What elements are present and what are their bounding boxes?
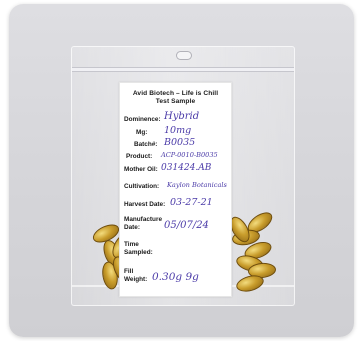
field-harvest-date-value: 03-27-21 bbox=[170, 197, 213, 208]
softgel-capsule bbox=[234, 272, 266, 295]
sample-label: Avid Biotech – Life is Chill Test Sample… bbox=[119, 82, 232, 297]
field-product: Product: ACP-0010-B0035 bbox=[126, 151, 218, 160]
field-mother-oil: Mother Oil: 031424.AB bbox=[124, 163, 212, 173]
field-product-value: ACP-0010-B0035 bbox=[161, 151, 218, 159]
label-header: Avid Biotech – Life is Chill Test Sample bbox=[120, 83, 231, 106]
field-batch: Batch#: B0035 bbox=[134, 137, 196, 148]
field-dominence-value: Hybrid bbox=[164, 111, 200, 122]
field-harvest-date: Harvest Date: 03-27-21 bbox=[124, 197, 213, 208]
field-mother-oil-value: 031424.AB bbox=[161, 163, 212, 173]
hang-hole bbox=[176, 51, 192, 60]
field-mg: Mg: 10mg bbox=[136, 125, 192, 136]
field-manufacture-date: Manufacture Date: bbox=[124, 216, 162, 231]
label-brand: Avid Biotech – Life is Chill bbox=[132, 90, 219, 97]
field-batch-value: B0035 bbox=[164, 137, 196, 148]
field-manufacture-date-value: 05/07/24 bbox=[164, 220, 209, 231]
field-mg-value: 10mg bbox=[164, 125, 192, 136]
field-fill-weight: Fill Weight: bbox=[124, 268, 148, 283]
field-fill-weight-value: 0.30g 9g bbox=[152, 271, 199, 283]
field-cultivation: Cultivation: Kaylon Botanicals bbox=[124, 181, 227, 190]
field-cultivation-value: Kaylon Botanicals bbox=[167, 181, 227, 189]
field-time-sampled: Time Sampled: bbox=[124, 241, 153, 256]
zip-seal bbox=[72, 67, 294, 72]
field-dominence: Dominence: Hybrid bbox=[124, 111, 200, 123]
label-subtitle: Test Sample bbox=[155, 98, 196, 105]
